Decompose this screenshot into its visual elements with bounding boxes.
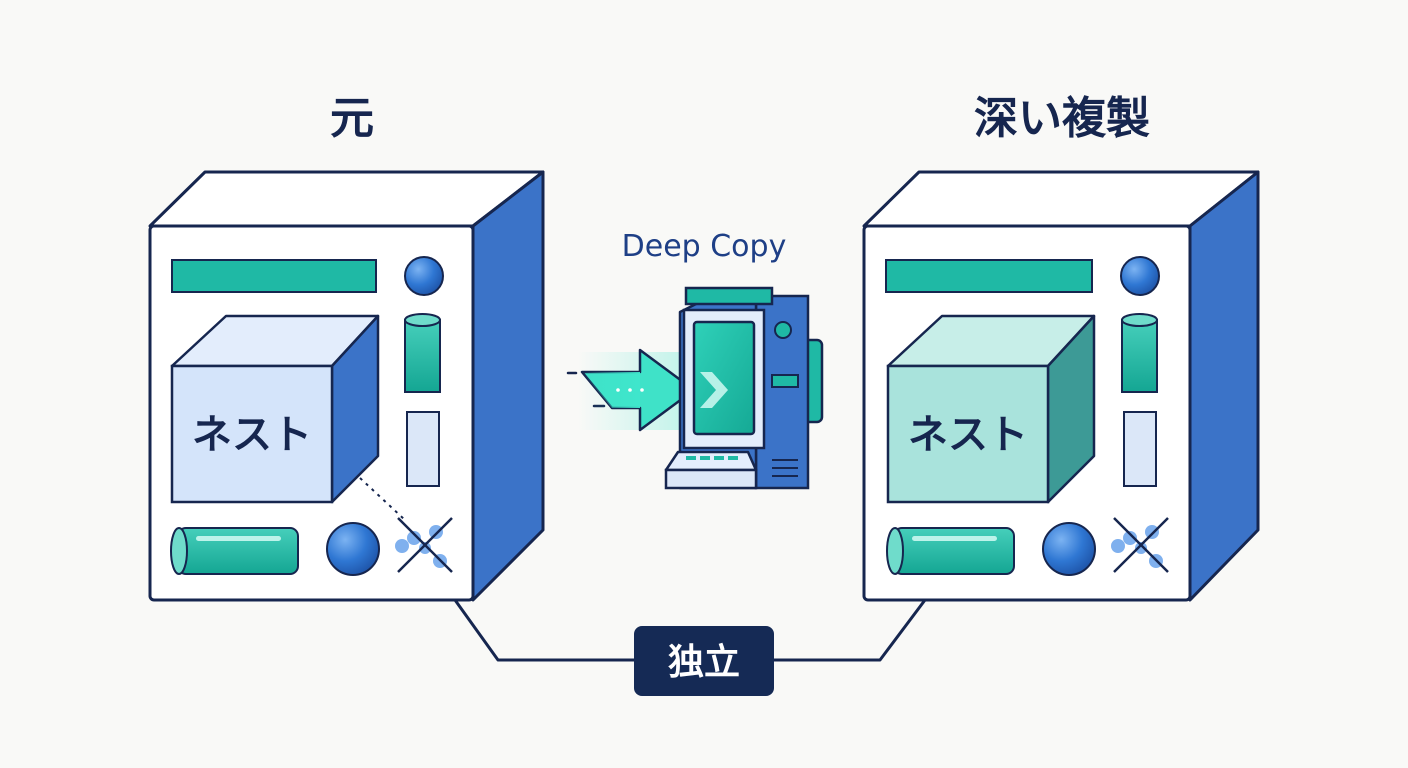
copy-empty-slot	[1123, 411, 1157, 487]
original-nested-box: ネスト	[170, 314, 380, 504]
copy-teal-cylinder-vertical-icon	[1121, 313, 1158, 393]
copy-teal-cylinder-horizontal-icon	[886, 527, 1015, 575]
copy-arrow-icon	[566, 348, 698, 432]
original-teal-bar	[171, 259, 377, 293]
original-cabinet: ネスト	[148, 170, 545, 602]
original-dotted-reference-line	[359, 477, 406, 521]
copy-bottom-ball-icon	[1042, 522, 1096, 576]
independence-badge: 独立	[634, 626, 774, 696]
original-bottom-ball-icon	[326, 522, 380, 576]
copy-title: 深い複製	[974, 93, 1150, 144]
original-teal-cylinder-horizontal-icon	[170, 527, 299, 575]
independence-label: 独立	[668, 642, 740, 683]
copy-nested-label: ネスト	[908, 412, 1028, 458]
copy-nested-box: ネスト	[886, 314, 1096, 504]
original-empty-slot	[406, 411, 440, 487]
original-top-ball-icon	[404, 256, 444, 296]
original-nested-label: ネスト	[192, 412, 312, 458]
original-title: 元	[330, 93, 374, 144]
copy-machine-icon	[664, 286, 824, 490]
original-broken-link-icon	[395, 517, 453, 573]
copy-cabinet-side	[1188, 170, 1260, 602]
original-teal-cylinder-vertical-icon	[404, 313, 441, 393]
copy-broken-link-icon	[1111, 517, 1169, 573]
copy-teal-bar	[885, 259, 1093, 293]
copy-top-ball-icon	[1120, 256, 1160, 296]
original-cabinet-side	[471, 170, 545, 602]
deep-copy-label: Deep Copy	[622, 229, 787, 264]
copy-cabinet: ネスト	[862, 170, 1260, 602]
